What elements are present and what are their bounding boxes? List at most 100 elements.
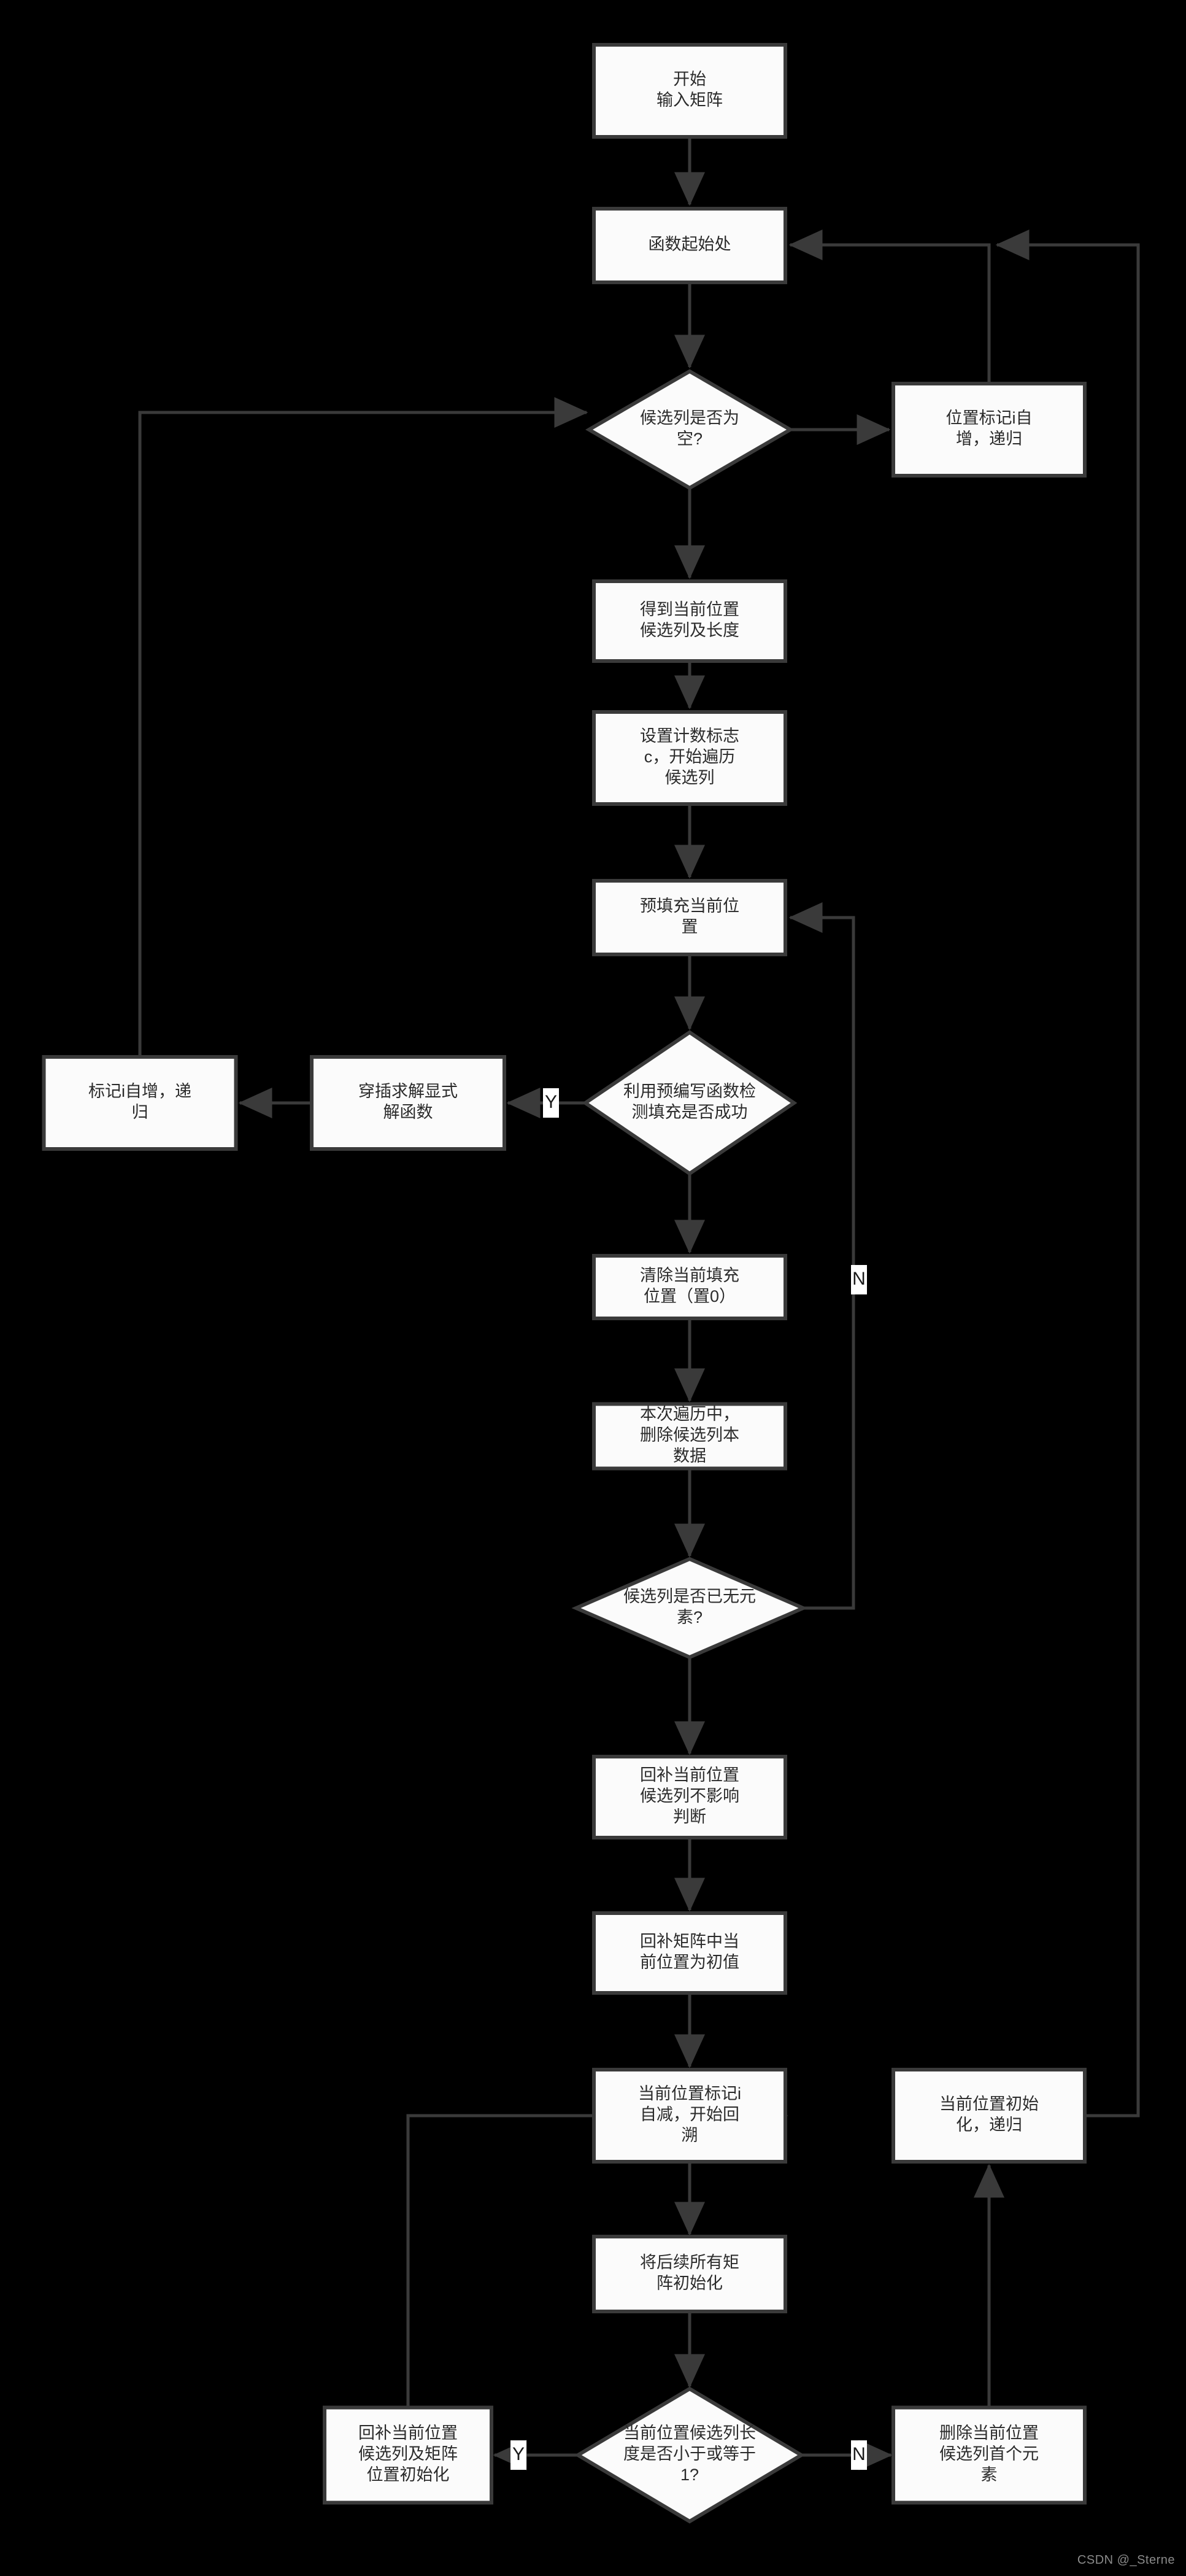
node-label: 自减，开始回 — [640, 2105, 739, 2124]
node-label: 位置（置0） — [644, 1287, 736, 1305]
node-label: 解函数 — [383, 1103, 433, 1121]
node-label: 当前位置标记i — [638, 2084, 741, 2103]
node-label: 度是否小于或等于 — [623, 2445, 756, 2463]
process-box — [323, 2405, 493, 2505]
process-box — [42, 1055, 238, 1151]
node-label: 候选列是否已无元 — [623, 1587, 756, 1606]
decision-diamond — [571, 1557, 808, 1660]
edge-label-backdrop — [510, 2440, 526, 2470]
node-label: 归 — [132, 1103, 148, 1121]
node-label: c，开始遍历 — [644, 748, 736, 766]
node-label: 判断 — [673, 1808, 706, 1826]
process-box — [592, 1402, 787, 1471]
node-label: 置 — [682, 918, 698, 936]
edge-init-recurse-to-func — [995, 230, 1140, 2118]
node-label: 得到当前位置 — [640, 600, 739, 619]
edge-label-y: Y — [545, 1092, 557, 1112]
process-box — [592, 1911, 787, 1995]
node-label: 输入矩阵 — [657, 91, 723, 109]
node-label: 位置初始化 — [367, 2466, 450, 2484]
node-label: 回补当前位置 — [358, 2424, 458, 2442]
node-label: 素? — [677, 1608, 703, 1626]
edge-label-backdrop — [851, 1265, 867, 1294]
node-label: 候选列是否为 — [640, 409, 739, 427]
node-label: 位置标记i自 — [946, 409, 1033, 427]
node-label: 当前位置候选列长 — [623, 2424, 756, 2442]
edge-label-y: Y — [512, 2444, 525, 2464]
process-box — [891, 382, 1087, 478]
node-label: 函数起始处 — [649, 235, 731, 253]
process-box — [592, 43, 787, 139]
process-box — [592, 1254, 787, 1320]
node-label: 素 — [981, 2466, 998, 2484]
node-label: 本次遍历中， — [640, 1405, 739, 1423]
node-label: 空? — [677, 430, 703, 448]
node-label: 将后续所有矩 — [640, 2253, 739, 2272]
node-label: 当前位置初始 — [939, 2095, 1039, 2113]
node-label: 测填充是否成功 — [632, 1103, 748, 1121]
process-box — [592, 2235, 787, 2313]
process-box — [891, 2068, 1087, 2164]
process-box — [592, 579, 787, 663]
node-label: 删除当前位置 — [939, 2424, 1039, 2442]
process-box — [310, 1055, 506, 1151]
edge-label-backdrop — [851, 2440, 867, 2470]
process-box — [592, 1755, 787, 1839]
node-label: 候选列 — [665, 768, 715, 787]
node-label: 候选列及矩阵 — [358, 2445, 458, 2463]
node-label: 候选列及长度 — [640, 621, 739, 640]
node-label: 阵初始化 — [657, 2274, 723, 2292]
edge-noelem-no-back-to-prefill — [788, 902, 855, 1610]
process-box — [592, 879, 787, 956]
node-label: 回补当前位置 — [640, 1766, 739, 1784]
node-label: 回补矩阵中当 — [640, 1932, 739, 1951]
node-label: 前位置为初值 — [640, 1953, 739, 1971]
node-label: 候选列首个元 — [939, 2445, 1039, 2463]
node-label: 预填充当前位 — [640, 897, 739, 915]
node-label: 开始 — [673, 70, 706, 88]
edge-incr-back-to-func — [788, 230, 991, 383]
node-label: 利用预编写函数检 — [623, 1082, 756, 1100]
node-label: 1? — [680, 2466, 699, 2484]
decision-diamond — [582, 1030, 798, 1176]
node-label: 穿插求解显式 — [358, 1082, 458, 1100]
decision-diamond — [585, 369, 794, 490]
flow-node-n2[interactable]: 函数起始处 — [592, 207, 787, 284]
watermark: CSDN @_Sterne — [1077, 2553, 1175, 2567]
node-label: 删除候选列本 — [640, 1426, 739, 1444]
process-box — [592, 710, 787, 806]
edge-label-backdrop — [543, 1088, 559, 1118]
edge-label-n: N — [852, 2444, 866, 2464]
node-label: 清除当前填充 — [640, 1266, 739, 1285]
process-box — [891, 2405, 1087, 2505]
node-label: 化，递归 — [956, 2116, 1022, 2134]
node-label: 候选列不影响 — [640, 1787, 739, 1805]
process-box — [592, 207, 787, 284]
edge-incr-recurse-to-func-loop — [138, 397, 588, 1057]
process-box — [592, 2068, 787, 2164]
flow-node-n10[interactable]: 标记i自增，递归 — [42, 1055, 238, 1151]
